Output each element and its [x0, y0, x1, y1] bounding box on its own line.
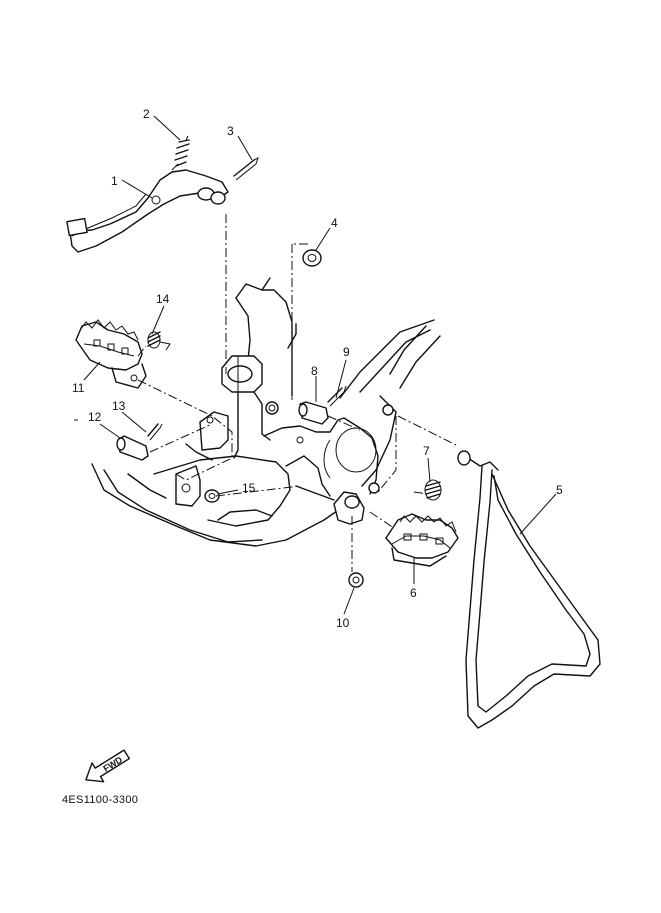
callout-8: 8	[311, 364, 318, 378]
callout-6: 6	[410, 586, 417, 600]
callout-15: 15	[242, 481, 256, 495]
callout-3: 3	[227, 124, 234, 138]
spring-part-7	[424, 479, 442, 501]
callout-7: 7	[423, 444, 430, 458]
callout-9: 9	[343, 345, 350, 359]
cotter-pin-part-13	[147, 423, 163, 441]
sidestand-part-5	[457, 450, 601, 729]
cotter-pin-part-3	[233, 157, 259, 181]
callout-1: 1	[111, 174, 118, 188]
washer-part-4	[302, 249, 322, 267]
callout-labels: 1 2 3 4 5 6 7 8 9 10 11 12 13 14 15	[72, 107, 563, 630]
part-code: 4ES1100-3300	[62, 794, 139, 806]
footrest-part-6	[385, 513, 459, 567]
callout-10: 10	[336, 616, 350, 630]
frame	[91, 277, 441, 547]
callout-12: 12	[88, 410, 102, 424]
callout-4: 4	[331, 216, 338, 230]
spring-part-14	[147, 331, 171, 351]
callout-13: 13	[112, 399, 126, 413]
callout-14: 14	[156, 292, 170, 306]
assembly-lines	[74, 214, 459, 572]
fwd-arrow-icon: FWD	[85, 749, 131, 783]
leader-lines	[83, 115, 557, 615]
callout-5: 5	[556, 483, 563, 497]
cotter-pin-part-9	[327, 385, 347, 407]
callout-11: 11	[72, 381, 85, 395]
callout-2: 2	[143, 107, 150, 121]
spring-part-2	[171, 135, 190, 171]
footrest-part-11	[75, 319, 147, 389]
washer-part-10	[348, 572, 364, 588]
pin-part-12	[116, 435, 149, 461]
pin-part-8	[298, 401, 329, 425]
brake-pedal	[66, 169, 229, 253]
